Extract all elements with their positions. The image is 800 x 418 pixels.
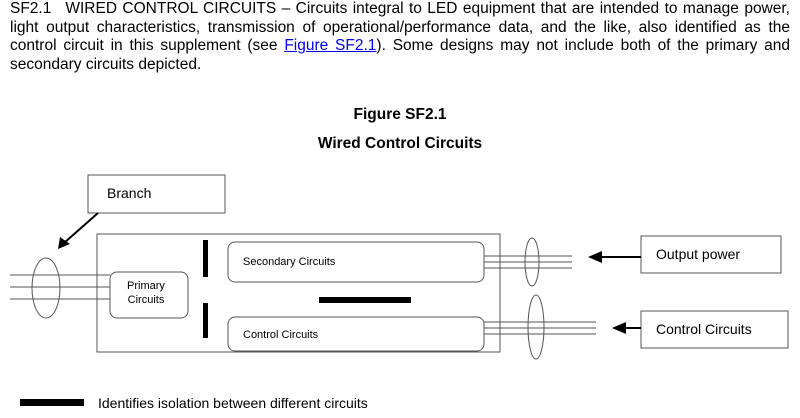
figure-caption: Wired Control Circuits <box>317 135 483 152</box>
intro-paragraph: SF2.1 WIRED CONTROL CIRCUITS – Circuits i… <box>10 0 790 74</box>
control-conduit-ellipse <box>527 294 545 360</box>
secondary-conduit-ellipse <box>524 237 540 287</box>
secondary-circuits-label: Secondary Circuits <box>243 256 336 268</box>
figure-link[interactable]: Figure SF2.1 <box>284 37 377 54</box>
control-circuits-inner-label: Control Circuits <box>243 329 319 341</box>
output-power-label: Output power <box>656 246 741 262</box>
branch-box <box>87 174 226 214</box>
legend-isolation-bar <box>20 399 84 406</box>
isolation-bar-lower <box>203 303 208 338</box>
primary-label-line1: Primary <box>127 280 165 292</box>
isolation-bar-horizontal <box>319 297 411 303</box>
branch-arrow-head <box>58 237 70 249</box>
figure-number: Figure SF2.1 <box>353 106 447 123</box>
branch-conduit-ellipse <box>31 257 61 319</box>
primary-label-line2: Circuits <box>127 294 165 306</box>
control-circuits-label: Control Circuits <box>656 321 752 337</box>
isolation-bar-upper <box>203 240 208 277</box>
output-power-arrow-head <box>588 251 602 263</box>
primary-circuits-box <box>109 271 189 319</box>
control-circuits-arrow-head <box>612 322 626 334</box>
output-power-box <box>640 235 782 274</box>
paragraph-body-start: – Circuits integral to LED equipment tha… <box>10 0 790 54</box>
branch-label: Branch <box>107 185 152 201</box>
paragraph-body-end: ). Some designs may not include both of … <box>10 37 790 73</box>
control-circuits-box <box>640 310 789 349</box>
branch-arrow-line <box>63 212 99 244</box>
section-number: SF2.1 <box>10 0 52 17</box>
legend-text: Identifies isolation between different c… <box>98 395 368 411</box>
section-heading: WIRED CONTROL CIRCUITS <box>65 0 277 17</box>
